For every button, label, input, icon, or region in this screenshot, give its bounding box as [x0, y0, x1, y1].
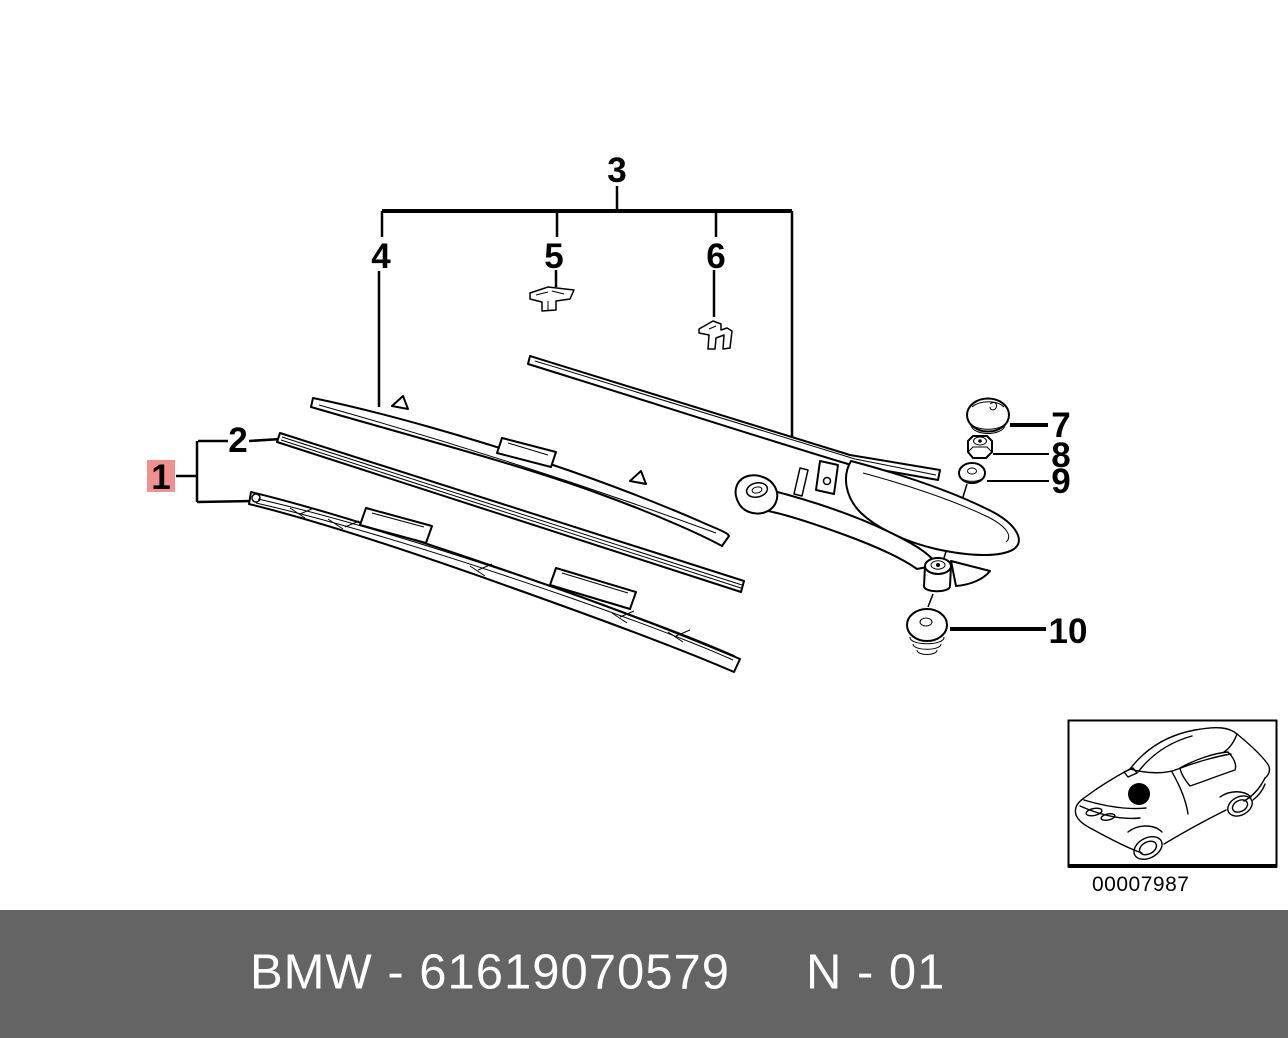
part-2-rubber-insert	[276, 432, 745, 593]
part-label-3[interactable]: 3	[607, 151, 626, 190]
part-label-7[interactable]: 7	[1051, 406, 1070, 445]
part-label-1: 1	[151, 458, 170, 497]
part-label-9[interactable]: 9	[1051, 462, 1070, 501]
wiper-location-dot	[1128, 783, 1150, 805]
part-label-10[interactable]: 10	[1049, 612, 1088, 651]
footer-sheet-number: N - 01	[806, 945, 946, 1000]
part-label-2[interactable]: 2	[228, 421, 247, 460]
footer-part-number: BMW - 61619070579	[250, 945, 731, 1000]
part-1-wiper-blade	[248, 491, 741, 673]
part-4-blade-shell	[310, 395, 730, 547]
inset-image-code: 00007987	[1092, 873, 1189, 896]
part-10-grommet	[906, 608, 948, 655]
part-8-nut	[967, 435, 993, 459]
part-label-5[interactable]: 5	[544, 237, 563, 276]
blade-hatching	[289, 507, 691, 643]
part-label-8[interactable]: 8	[1051, 436, 1070, 475]
part-5-clip	[529, 286, 575, 312]
label-3-bracket	[377, 186, 794, 437]
part-label-1-highlight[interactable]: 1	[147, 458, 175, 497]
highlight-box	[147, 460, 175, 492]
part-6-clip	[698, 320, 733, 350]
parts-diagram: 1 2 3 4 5 6 7 8 9 10	[147, 151, 1278, 896]
car-outline-icon	[1074, 726, 1271, 860]
part-label-4[interactable]: 4	[371, 237, 391, 276]
label-1-2-bracket	[176, 437, 282, 504]
footer-bar: BMW - 61619070579 N - 01	[0, 910, 1288, 1038]
part-7-cap	[966, 397, 1010, 434]
part-labels: 1 2 3 4 5 6 7 8 9 10	[147, 151, 1087, 651]
part-9-washer	[958, 462, 986, 484]
car-location-inset: 00007987	[1067, 719, 1278, 896]
part-3-wiper-arm	[527, 355, 1020, 593]
part-label-6[interactable]: 6	[706, 237, 725, 276]
